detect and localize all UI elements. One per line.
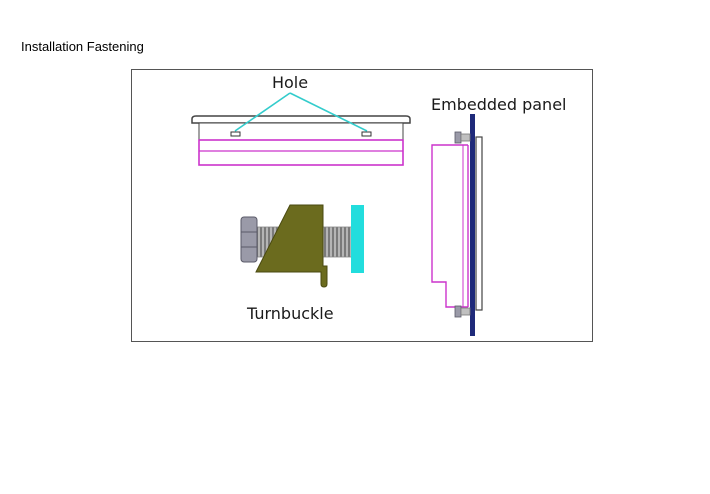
turnbuckle-label: Turnbuckle xyxy=(246,304,334,323)
front-bezel xyxy=(475,136,483,311)
page-title: Installation Fastening xyxy=(21,39,144,54)
hole-label: Hole xyxy=(272,73,308,92)
mounting-panel-wall xyxy=(470,114,475,336)
clamp-screw-top xyxy=(454,131,471,144)
panel-side-view xyxy=(431,114,483,336)
pressure-pad xyxy=(351,205,364,273)
panel-housing xyxy=(431,144,468,308)
hex-nut xyxy=(240,216,258,263)
turnbuckle-assembly xyxy=(240,204,364,288)
mounting-hole-right xyxy=(361,131,372,137)
bezel-top-view xyxy=(191,115,411,166)
mounting-hole-left xyxy=(230,131,241,137)
clamp-screw-bottom xyxy=(454,305,471,318)
clamp-bracket xyxy=(255,204,328,288)
embedded-panel-label: Embedded panel xyxy=(431,95,566,114)
hole-leader-lines xyxy=(234,92,368,132)
